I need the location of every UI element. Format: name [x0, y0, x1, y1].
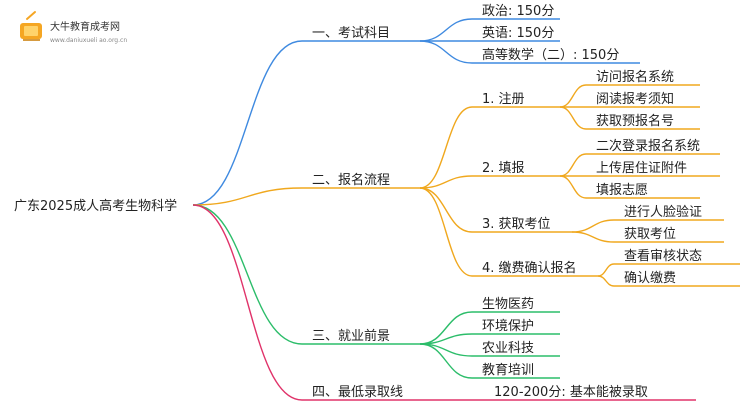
leaf-node-label: 确认缴费: [624, 271, 676, 286]
edge-child-to-leaf: [559, 106, 587, 130]
child-node-label: 高等数学（二）: 150分: [482, 47, 619, 63]
edge-child-to-leaf: [559, 175, 587, 199]
edge-child-to-leaf: [559, 153, 587, 177]
edge-root-to-branch: [192, 204, 303, 401]
leaf-node-label: 填报志愿: [596, 183, 648, 198]
edge-branch-to-child: [419, 106, 473, 189]
logo-url: www.daniuxueli ao.org.cn: [50, 37, 127, 44]
leaf-node-label: 获取预报名号: [596, 113, 674, 129]
root-node-label: 广东2025成人高考生物科学: [14, 198, 177, 214]
edge-child-to-leaf: [571, 231, 615, 243]
leaf-node-label: 获取考位: [624, 227, 676, 242]
logo-title: 大牛教育成考网: [50, 20, 120, 33]
branch-node-label: 一、考试科目: [312, 26, 390, 41]
child-node-label: 生物医药: [482, 297, 534, 312]
logo: 大牛教育成考网 www.daniuxueli ao.org.cn: [20, 11, 127, 44]
edge-branch-to-child: [419, 187, 473, 233]
child-node-label: 环境保护: [482, 319, 534, 334]
branch-node-label: 二、报名流程: [312, 172, 390, 188]
edge-branch-to-child: [419, 343, 473, 379]
edge-child-to-leaf: [597, 263, 615, 277]
child-node-label: 教育培训: [482, 362, 534, 378]
edge-root-to-branch: [192, 40, 303, 206]
edge-branch-to-child: [419, 187, 473, 277]
leaf-node-label: 访问报名系统: [596, 69, 674, 85]
child-node-label: 英语: 150分: [482, 26, 554, 41]
leaf-node-label: 阅读报考须知: [596, 91, 674, 107]
leaf-node-label: 二次登录报名系统: [596, 138, 700, 154]
child-node-label: 农业科技: [482, 341, 534, 356]
leaf-node-label: 上传居住证附件: [596, 161, 687, 176]
child-node-label: 4. 缴费确认报名: [482, 260, 577, 276]
branch-node-label: 四、最低录取线: [312, 385, 403, 400]
mindmap-edges: [192, 18, 740, 401]
edge-branch-to-child: [419, 40, 473, 64]
leaf-node-label: 进行人脸验证: [624, 204, 702, 220]
edge-child-to-leaf: [597, 275, 615, 287]
child-node-label: 3. 获取考位: [482, 217, 551, 232]
branch-node-label: 三、就业前景: [312, 328, 390, 344]
edge-child-to-leaf: [571, 219, 615, 233]
child-node-label: 1. 注册: [482, 92, 525, 107]
edge-child-to-leaf: [559, 84, 587, 108]
edge-branch-to-child: [419, 175, 473, 189]
leaf-node-label: 查看审核状态: [624, 248, 702, 264]
child-node-label: 120-200分: 基本能被录取: [494, 385, 648, 400]
book-icon: [20, 11, 42, 41]
edge-branch-to-child: [419, 18, 473, 42]
child-node-label: 2. 填报: [482, 161, 525, 176]
child-node-label: 政治: 150分: [482, 4, 554, 19]
edge-root-to-branch: [192, 187, 303, 206]
edge-root-to-branch: [192, 204, 303, 345]
